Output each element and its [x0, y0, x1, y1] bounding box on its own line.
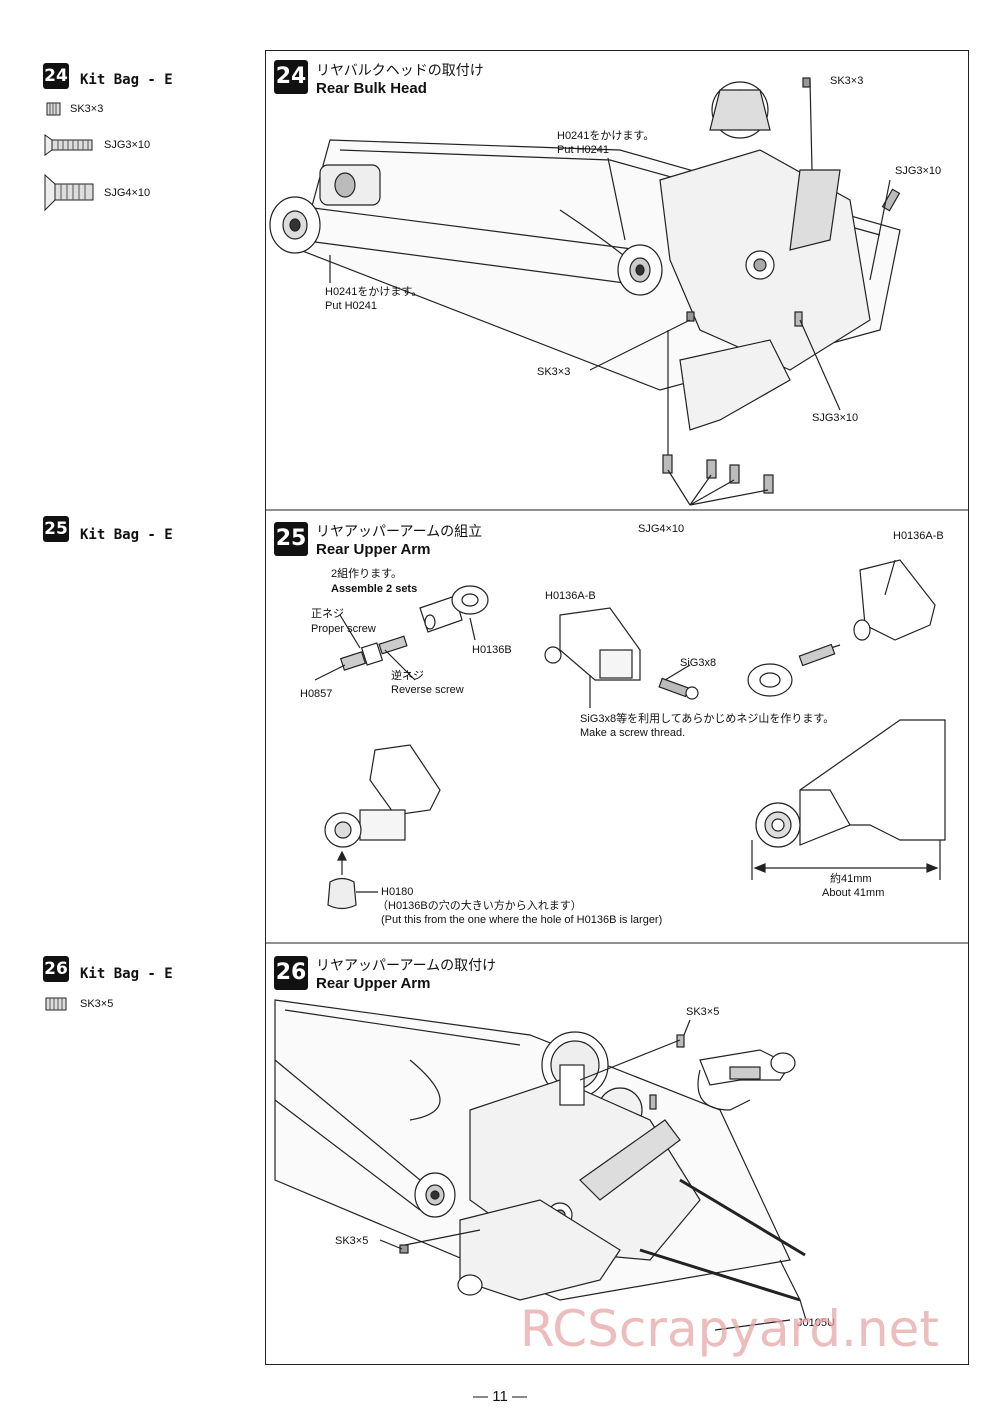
- step-25-label-h0180-note-jp: （H0136Bの穴の大きい方から入れます）: [377, 900, 582, 912]
- step-26-title-jp: リヤアッパーアームの取付け: [316, 957, 497, 973]
- step-24-label-h0241-top-en: Put H0241: [557, 144, 609, 156]
- step-26-number: 26: [274, 956, 308, 990]
- step-25-label-h0136ab-right: H0136A-B: [893, 530, 944, 542]
- step-25-title-jp: リヤアッパーアームの組立: [316, 523, 483, 539]
- step-25-label-proper-en: Proper screw: [311, 623, 376, 635]
- step-24-label-sk3x3-mid: SK3×3: [537, 366, 571, 378]
- step-25-label-thread-en: Make a screw thread.: [580, 727, 686, 739]
- step-25-label-sets-en: Assemble 2 sets: [331, 583, 418, 595]
- step-25-label-h0180-note-en: (Put this from the one where the hole of…: [381, 914, 663, 926]
- step-26-title-en: Rear Upper Arm: [316, 975, 431, 992]
- step-24-label-sjg4x10: SJG4×10: [638, 523, 685, 535]
- step-24-label-sk3x3-top: SK3×3: [830, 75, 864, 87]
- step-25-label-h0180: H0180: [381, 886, 414, 898]
- watermark: RCScrapyard.net: [520, 1300, 939, 1358]
- step-25-label-thread-jp: SiG3x8等を利用してあらかじめネジ山を作ります。: [580, 713, 835, 725]
- step-24-number: 24: [274, 60, 308, 94]
- step-25-label-proper-jp: 正ネジ: [311, 608, 344, 620]
- step-24-label-h0241-top-jp: H0241をかけます。: [557, 130, 655, 142]
- step-24-label-h0241-left-jp: H0241をかけます。: [325, 286, 423, 298]
- step-26-label-sk3x5-top: SK3×5: [686, 1006, 720, 1018]
- step-24-label-sjg3x10-right: SJG3×10: [895, 165, 942, 177]
- step-24-label-sjg3x10-low: SJG3×10: [812, 412, 859, 424]
- step-26-label-j0105u: J0105U: [797, 1317, 835, 1329]
- sidebar-part-sjg4x10: SJG4×10: [104, 187, 151, 199]
- step-25-label-about-jp: 約41mm: [830, 873, 872, 885]
- sidebar-step-24-number: 24: [43, 63, 69, 89]
- step-25-label-reverse-jp: 逆ネジ: [391, 670, 424, 682]
- step-26-label-sk3x5-left: SK3×5: [335, 1235, 369, 1247]
- sidebar-step-26-kit: Kit Bag - E: [80, 966, 173, 982]
- sidebar-step-24-kit: Kit Bag - E: [80, 72, 173, 88]
- step-25-label-h0136ab-mid: H0136A-B: [545, 590, 596, 602]
- step-25-number: 25: [274, 522, 308, 556]
- step-25-label-h0857: H0857: [300, 688, 333, 700]
- step-25-title-en: Rear Upper Arm: [316, 541, 431, 558]
- step-25-label-h0136b: H0136B: [472, 644, 512, 656]
- page-number: — 11 —: [473, 1388, 527, 1405]
- step-24-title-en: Rear Bulk Head: [316, 80, 427, 97]
- step-24-title-jp: リヤバルクヘッドの取付け: [316, 62, 484, 78]
- sidebar-part-sk3x5: SK3×5: [80, 998, 114, 1010]
- sidebar-part-sk3x3: SK3×3: [70, 103, 104, 115]
- sidebar-part-sjg3x10: SJG3×10: [104, 139, 151, 151]
- step-25-label-sig3x8: SiG3x8: [680, 657, 717, 669]
- step-25-label-about-en: About 41mm: [822, 887, 885, 899]
- sidebar-step-25-number: 25: [43, 516, 69, 542]
- step-24-label-h0241-left-en: Put H0241: [325, 300, 377, 312]
- instruction-panel: [265, 50, 969, 1365]
- step-25-label-reverse-en: Reverse screw: [391, 684, 464, 696]
- sidebar-step-25-kit: Kit Bag - E: [80, 527, 173, 543]
- step-25-label-sets-jp: 2組作ります。: [331, 568, 403, 580]
- sidebar-step-26-number: 26: [43, 956, 69, 982]
